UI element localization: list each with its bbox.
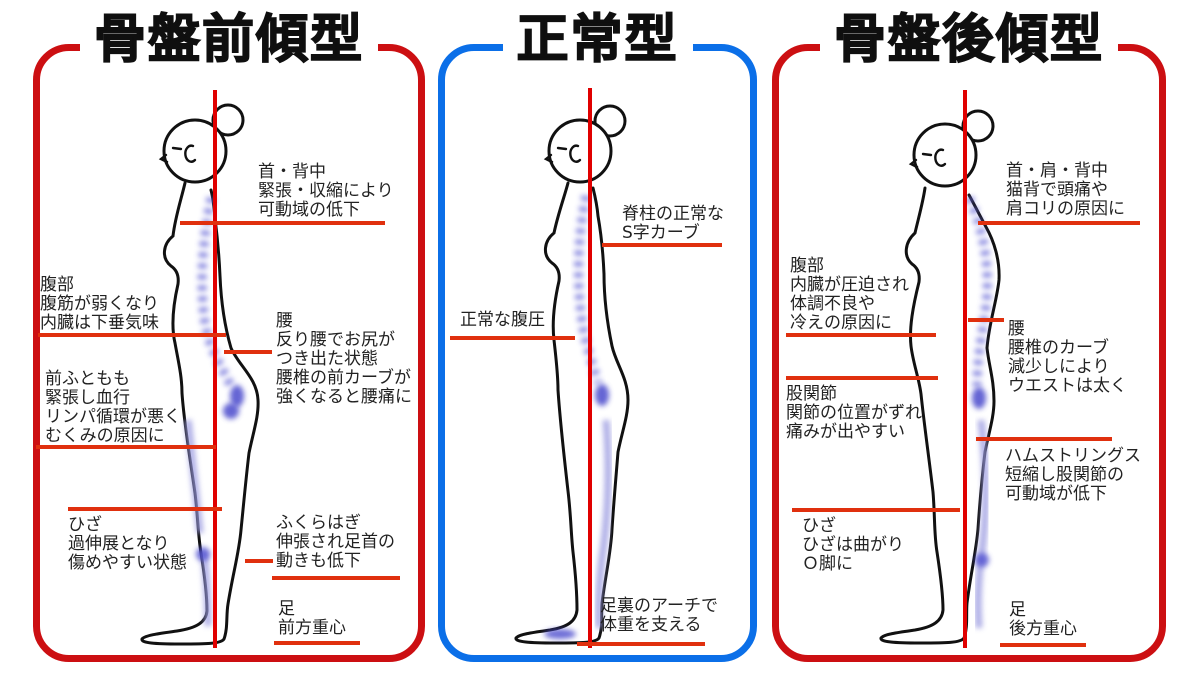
annotation-front-thigh: 前ふともも 緊張し血行 リンパ循環が悪く むくみの原因に <box>45 369 181 446</box>
head <box>162 118 228 184</box>
annotation-abdomen-compressed: 腹部 内臓が圧迫され 体調不良や 冷えの原因に <box>790 256 909 333</box>
annotation-foot-front: 足 前方重心 <box>278 599 346 638</box>
panel-anterior-tilt: 骨盤前傾型 <box>33 10 425 662</box>
annotation-knee: ひざ 過伸展となり 傷めやすい状態 <box>68 515 187 573</box>
annotation-hip-joint: 股関節 関節の位置がずれ 痛みが出やすい <box>786 384 922 442</box>
line-foot <box>1000 643 1086 647</box>
annotation-knee-bent: ひざ ひざは曲がり Ｏ脚に <box>802 516 904 574</box>
face-details <box>908 148 947 169</box>
annotation-abdomen: 腹部 腹筋が弱くなり 内臓は下垂気味 <box>40 275 159 333</box>
body-outline <box>140 181 260 646</box>
line-spine <box>602 243 722 247</box>
line-hamstrings <box>976 437 1112 441</box>
knee-mark <box>196 547 210 561</box>
panel-normal: 正常型 <box>438 10 757 662</box>
knee-mark <box>975 553 989 567</box>
line-hip-joint <box>786 376 938 380</box>
line-foot <box>274 641 360 645</box>
face-details <box>543 144 582 164</box>
line-waist <box>224 350 272 354</box>
sacrum-mark <box>595 384 609 406</box>
line-abdomen <box>786 333 936 337</box>
annotation-hamstrings: ハムストリングス 短縮し股関節の 可動域が低下 <box>1005 446 1141 504</box>
figure-posterior-tilt <box>879 90 1001 648</box>
line-calf <box>272 576 400 580</box>
figure-normal <box>514 88 630 648</box>
sacrum-mark <box>972 387 986 409</box>
line-abdomen <box>38 333 226 337</box>
figure-anterior-tilt <box>140 90 260 648</box>
face-details <box>158 144 197 164</box>
line-calf-pointer <box>245 559 273 563</box>
panel-normal-title: 正常型 <box>502 10 693 70</box>
panel-posterior-tilt-title: 骨盤後傾型 <box>819 10 1119 70</box>
hip-joint-mark <box>223 403 239 419</box>
annotation-normal-pressure: 正常な腹圧 <box>460 310 545 330</box>
annotation-neck-shoulder-back: 首・肩・背中 猫背で頭痛や 肩コリの原因に <box>1006 161 1125 219</box>
line-neck-shoulder-back <box>978 221 1140 225</box>
annotation-foot-arch: 足裏のアーチで 体重を支える <box>600 596 718 635</box>
leg-marks <box>594 419 612 629</box>
annotation-neck-back: 首・背中 緊張・収縮により 可動域の低下 <box>258 162 394 220</box>
line-front-thigh <box>36 445 216 449</box>
sacrum-mark <box>230 385 244 407</box>
line-waist <box>968 318 1004 322</box>
line-knee <box>68 507 222 511</box>
head <box>912 122 978 188</box>
panel-anterior-tilt-title: 骨盤前傾型 <box>79 10 379 70</box>
line-neck-back <box>180 221 385 225</box>
annotation-spine-curve: 脊柱の正常な S字カーブ <box>622 204 724 243</box>
leg-marks <box>974 419 989 629</box>
line-knee <box>792 508 960 512</box>
line-abdominal-pressure <box>450 336 575 340</box>
annotation-foot-rear: 足 後方重心 <box>1009 600 1077 639</box>
body-outline <box>514 181 630 645</box>
panel-posterior-tilt: 骨盤後傾型 <box>772 10 1166 662</box>
line-foot-arch <box>577 642 705 646</box>
annotation-calf: ふくらはぎ 伸張され足首の 動きも低下 <box>276 513 395 571</box>
annotation-waist-flat: 腰 腰椎のカーブ 減少しにより ウエストは太く <box>1008 319 1127 396</box>
body-outline <box>879 186 1001 645</box>
head <box>547 118 613 184</box>
foot-arch-mark <box>544 629 576 639</box>
spine-marks <box>964 196 992 387</box>
leg-marks <box>184 419 212 627</box>
annotation-waist: 腰 反り腰でお尻が つき出た状態 腰椎の前カーブが 強くなると腰痛に <box>276 311 412 407</box>
